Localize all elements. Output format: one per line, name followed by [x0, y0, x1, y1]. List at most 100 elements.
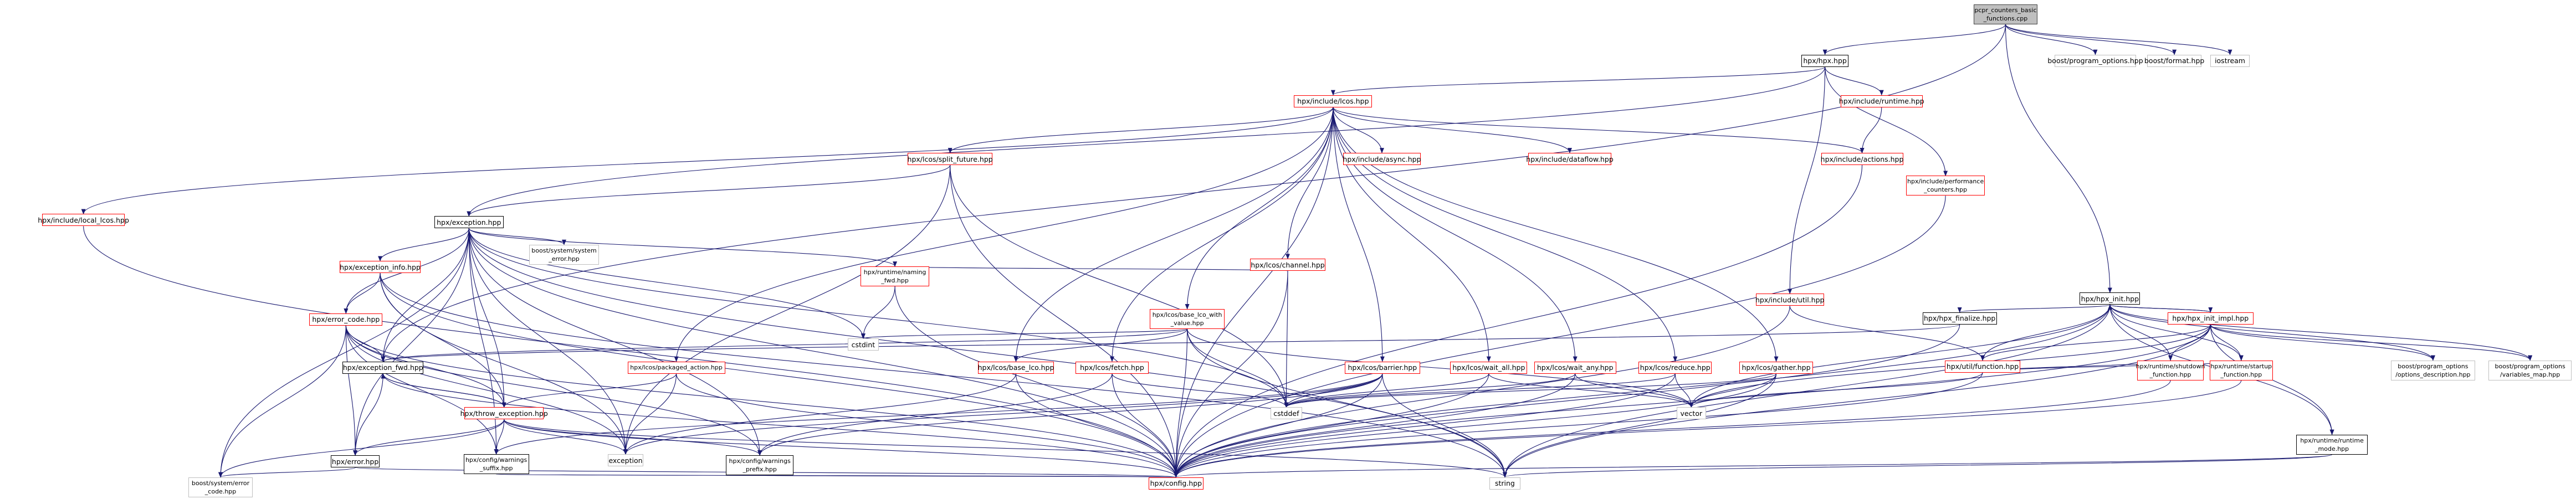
edge-lcos-reduce — [1333, 107, 1678, 362]
edge-exception-exception_std — [468, 228, 628, 455]
node-opt-desc: boost/program_options /options_descripti… — [2391, 360, 2475, 380]
edge-hpx_init_impl-function — [1980, 324, 2211, 361]
node-hpx-init-impl[interactable]: hpx/hpx_init_impl.hpp — [2167, 312, 2254, 325]
node-lcos[interactable]: hpx/include/lcos.hpp — [1294, 95, 1372, 107]
edge-exc_info-throw_exc — [380, 273, 506, 408]
node-runtime-mode[interactable]: hpx/runtime/runtime _mode.hpp — [2296, 434, 2368, 455]
edge-exception-string — [468, 228, 1507, 478]
edge-error_code-suffix — [345, 325, 499, 455]
edge-throw_exc-sys_err_code — [218, 419, 505, 478]
edge-exc_fwd-config — [382, 373, 1179, 478]
edge-channel-config — [1174, 271, 1288, 478]
edge-base_lco_wv-cstdint — [861, 328, 1188, 339]
edge-root-hpx_init — [2005, 24, 2112, 294]
edge-hpx_init_impl-string — [1503, 324, 2211, 478]
edge-error-sys_err_code — [218, 467, 356, 478]
node-finalize[interactable]: hpx/hpx_finalize.hpp — [1922, 312, 1997, 325]
edge-base_lco_wv-exc_fwd — [381, 328, 1188, 362]
edge-exception-suffix — [468, 228, 499, 455]
node-hpx[interactable]: hpx/hpx.hpp — [1801, 54, 1848, 67]
edge-error_code-exception_std — [345, 325, 628, 455]
edge-error_code-error — [345, 325, 358, 456]
edge-function-vector — [1689, 372, 1983, 408]
edge-startup-config — [1174, 380, 2242, 478]
edge-hpx_init-function — [1980, 305, 2111, 361]
edge-base_lco_wv-config — [1174, 328, 1188, 478]
edge-hpx_init_impl-hpx_init — [2108, 304, 2211, 313]
node-fetch[interactable]: hpx/lcos/fetch.hpp — [1075, 361, 1149, 374]
edge-split-exception_std — [623, 164, 951, 455]
node-config[interactable]: hpx/config.hpp — [1149, 477, 1204, 490]
edge-hpx_init-shutdown — [2109, 305, 2173, 361]
node-warning[interactable]: hpx/runtime/naming _fwd.hpp — [861, 266, 929, 287]
node-dataflow[interactable]: hpx/include/dataflow.hpp — [1526, 153, 1614, 165]
node-util[interactable]: hpx/include/util.hpp — [1755, 294, 1824, 306]
node-base-lco-wv[interactable]: hpx/lcos/base_lco_with _value.hpp — [1149, 308, 1225, 329]
edge-runtime_mode-string — [1503, 454, 2333, 478]
node-exc-fwd[interactable]: hpx/exception_fwd.hpp — [342, 361, 424, 374]
edge-error_code-exc_fwd — [345, 325, 386, 362]
edge-base_lco_wv-string — [1187, 328, 1507, 478]
node-channel[interactable]: hpx/lcos/channel.hpp — [1250, 259, 1325, 271]
edge-util-config — [1174, 306, 1790, 478]
edge-lcos-wait_all — [1333, 107, 1491, 362]
node-suffix[interactable]: hpx/config/warnings _suffix.hpp — [463, 454, 529, 475]
node-wait-any[interactable]: hpx/lcos/wait_any.hpp — [1534, 361, 1616, 374]
node-exception[interactable]: hpx/exception.hpp — [434, 216, 504, 229]
edge-hpx-lcos — [1331, 66, 1826, 96]
node-packaged[interactable]: hpx/lcos/packaged_action.hpp — [627, 361, 725, 374]
node-actions[interactable]: hpx/include/actions.hpp — [1821, 153, 1903, 165]
node-iostream: iostream — [2210, 54, 2250, 67]
edge-barrier-string — [1382, 373, 1507, 478]
edge-exception-exc_info — [378, 228, 469, 262]
edge-fetch-cstddef — [1112, 373, 1289, 408]
edge-hpx_init-string — [1503, 305, 2111, 478]
node-perf[interactable]: hpx/include/performance _counters.hpp — [1906, 176, 1985, 196]
edge-error_code-sys_err_code — [218, 325, 346, 478]
edge-hpx_init_impl-shutdown — [2168, 324, 2211, 361]
node-function[interactable]: hpx/util/function.hpp — [1945, 360, 2020, 373]
edge-warning-config — [894, 286, 1179, 478]
edge-error_code-prefix — [345, 325, 762, 456]
node-gather[interactable]: hpx/lcos/gather.hpp — [1739, 361, 1814, 374]
edge-hpx-perf — [1825, 66, 1948, 177]
node-shutdown[interactable]: hpx/runtime/shutdown _function.hpp — [2136, 360, 2205, 380]
node-wait-all[interactable]: hpx/lcos/wait_all.hpp — [1450, 361, 1528, 374]
edge-lcos-actions — [1333, 107, 1865, 153]
node-prefix[interactable]: hpx/config/warnings _prefix.hpp — [726, 455, 793, 476]
edge-hpx-runtime — [1825, 66, 1884, 96]
edge-lcos-gather — [1333, 107, 1779, 362]
node-base-lco[interactable]: hpx/lcos/base_lco.hpp — [978, 361, 1054, 374]
node-root: pcpr_counters_basic _functions.cpp — [1974, 4, 2037, 24]
edge-packaged-config — [676, 373, 1179, 478]
edge-exc_info-config — [380, 273, 1179, 478]
edge-warning-cstdint — [861, 286, 895, 339]
edge-wait_any-config — [1174, 373, 1576, 478]
edge-error_code-config — [345, 325, 1179, 478]
edge-actions-config — [1174, 164, 1863, 478]
edge-exception-throw_exc — [468, 228, 506, 408]
node-error-code[interactable]: hpx/error_code.hpp — [309, 313, 383, 326]
edge-wait_all-config — [1174, 373, 1489, 478]
edge-local_lcos-config — [83, 226, 1179, 478]
node-startup[interactable]: hpx/runtime/startup _function.hpp — [2209, 360, 2273, 380]
edge-hpx_init_impl-config — [1174, 324, 2211, 478]
node-split[interactable]: hpx/lcos/split_future.hpp — [908, 153, 993, 165]
edge-split-cstddef — [950, 164, 1289, 408]
node-runtime[interactable]: hpx/include/runtime.hpp — [1839, 95, 1924, 107]
node-barrier[interactable]: hpx/lcos/barrier.hpp — [1345, 361, 1420, 374]
node-cstddef: cstddef — [1271, 407, 1302, 420]
node-reduce[interactable]: hpx/lcos/reduce.hpp — [1638, 361, 1712, 374]
node-hpx-init[interactable]: hpx/hpx_init.hpp — [2080, 292, 2140, 305]
edge-exc_info-string — [380, 273, 1507, 478]
node-fmt: boost/format.hpp — [2144, 54, 2204, 67]
node-error[interactable]: hpx/error.hpp — [331, 455, 380, 468]
node-var-map: boost/program_options /variables_map.hpp — [2488, 360, 2572, 380]
edge-exception-config — [468, 228, 1179, 478]
edge-root-hpx — [1822, 24, 2006, 55]
node-local-lcos[interactable]: hpx/include/local_lcos.hpp — [38, 214, 129, 227]
node-throw-exc[interactable]: hpx/throw_exception.hpp — [460, 407, 548, 420]
edge-lcos-base_lco — [1013, 107, 1334, 362]
node-exc-info[interactable]: hpx/exception_info.hpp — [339, 261, 421, 274]
node-async[interactable]: hpx/include/async.hpp — [1343, 153, 1421, 165]
